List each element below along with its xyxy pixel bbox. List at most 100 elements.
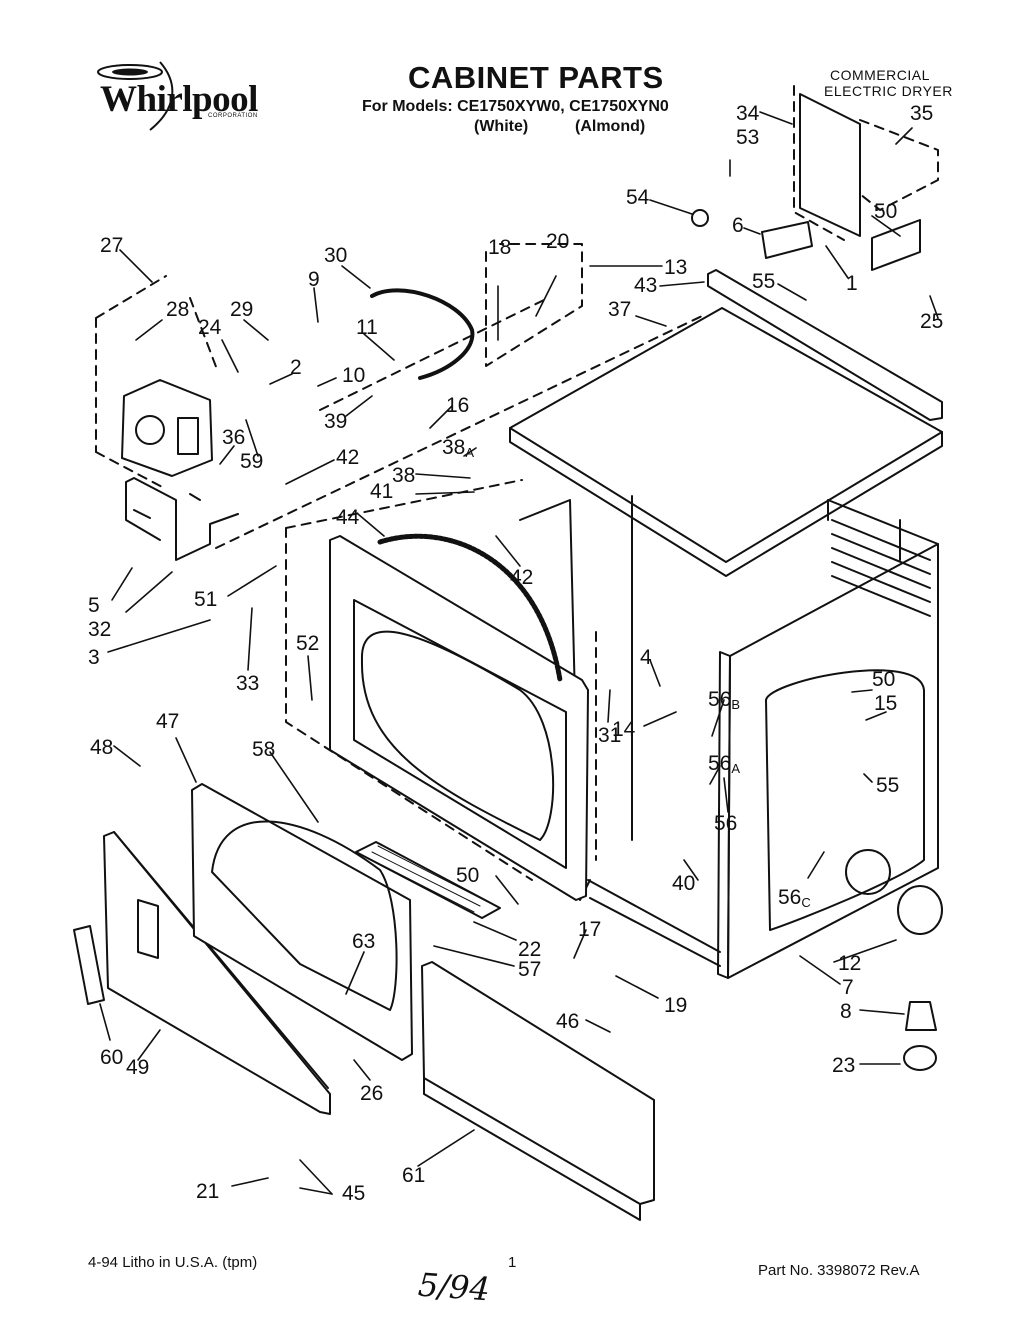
callout-45: 45 — [342, 1182, 365, 1205]
coin-box-assembly — [799, 93, 861, 237]
models-line: For Models: CE1750XYW0, CE1750XYN0 — [362, 98, 669, 115]
terminal-block — [761, 221, 813, 259]
vent-grille — [355, 841, 501, 919]
callout-32: 32 — [88, 618, 111, 641]
callout-13: 13 — [664, 256, 687, 279]
toe-panel — [421, 961, 655, 1205]
motor-mount-bracket — [125, 477, 239, 561]
cabinet-side-front — [717, 651, 731, 979]
callout-36: 36 — [222, 426, 245, 449]
callout-56: 56 — [714, 812, 737, 835]
control-knob — [691, 209, 709, 227]
callout-9: 9 — [308, 268, 320, 291]
door-opening — [360, 630, 555, 841]
rear-brace — [707, 269, 943, 421]
callout-11: 11 — [356, 316, 378, 339]
callout-31: 31 — [598, 724, 621, 747]
drive-belt — [370, 288, 475, 380]
callout-56a-suffix: A — [731, 761, 740, 776]
callout-29: 29 — [230, 298, 253, 321]
callout-49: 49 — [126, 1056, 149, 1079]
callout-10: 10 — [342, 364, 365, 387]
callout-58: 58 — [252, 738, 275, 761]
door-outer-edge — [113, 831, 329, 1089]
callout-60: 60 — [100, 1046, 123, 1069]
callout-5: 5 — [88, 594, 100, 617]
callout-44: 44 — [336, 506, 360, 529]
access-cover — [871, 219, 921, 271]
footer-page-number: 1 — [508, 1254, 517, 1271]
callout-55b: 55 — [876, 774, 899, 797]
callout-28: 28 — [166, 298, 189, 321]
callout-12: 12 — [838, 952, 861, 975]
callout-17: 17 — [578, 918, 601, 941]
callout-51: 51 — [194, 588, 217, 611]
door-handle-recess — [137, 899, 159, 959]
callout-8: 8 — [840, 1000, 852, 1023]
door-inner-window — [211, 820, 398, 1011]
leader-lines — [99, 111, 939, 1195]
callout-63: 63 — [352, 930, 375, 953]
callout-1: 1 — [846, 272, 858, 295]
callout-53: 53 — [736, 126, 759, 149]
callout-41: 41 — [370, 480, 393, 503]
cabinet-top-edge — [509, 427, 943, 577]
callout-47: 47 — [156, 710, 179, 733]
cabinet-back — [827, 499, 939, 561]
commercial-label: COMMERCIAL — [830, 67, 930, 83]
callout-27: 27 — [100, 234, 123, 257]
dashed-groups — [95, 85, 939, 881]
callout-38: 38 — [392, 464, 415, 487]
mount-slots — [133, 493, 201, 519]
callout-50a: 50 — [874, 200, 897, 223]
callout-23: 23 — [832, 1054, 855, 1077]
door-strike — [73, 925, 105, 1005]
brand-name: Whirlpool — [100, 79, 258, 120]
electric-dryer-label: ELECTRIC DRYER — [824, 83, 953, 99]
callout-7: 7 — [842, 976, 854, 999]
callout-14: 14 — [612, 718, 636, 741]
exhaust-outlet — [845, 849, 891, 895]
callout-43: 43 — [634, 274, 657, 297]
callout-42a: 42 — [336, 446, 359, 469]
callout-21: 21 — [196, 1180, 219, 1203]
door-inner-panel — [191, 783, 413, 1061]
callout-16: 16 — [446, 394, 469, 417]
callout-15: 15 — [874, 692, 897, 715]
rear-vent-slots — [831, 519, 931, 617]
callout-38a-suffix: A — [465, 445, 474, 460]
callout-57: 57 — [518, 958, 541, 981]
callout-3: 3 — [88, 646, 100, 669]
color-almond: (Almond) — [575, 118, 646, 135]
leg-cup — [903, 1045, 937, 1071]
toe-panel-lip — [423, 1077, 641, 1221]
cabinet-base — [587, 879, 721, 967]
callout-48: 48 — [90, 736, 113, 759]
brand-corporation: CORPORATION — [208, 113, 258, 119]
cabinet-side-opening — [765, 669, 925, 931]
callout-61: 61 — [402, 1164, 425, 1187]
footer-part-number: Part No. 3398072 Rev.A — [758, 1262, 920, 1279]
page-title: CABINET PARTS — [408, 60, 664, 95]
callout-33: 33 — [236, 672, 259, 695]
callout-35: 35 — [910, 102, 933, 125]
motor-pulley — [135, 415, 165, 445]
callout-25: 25 — [920, 310, 943, 333]
callout-37: 37 — [608, 298, 631, 321]
callout-56c-suffix: C — [801, 895, 810, 910]
callout-20: 20 — [546, 230, 569, 253]
color-white: (White) — [474, 118, 529, 135]
foot-cap — [897, 885, 943, 935]
callout-30: 30 — [324, 244, 347, 267]
callout-22: 22 — [518, 938, 541, 961]
callout-59: 59 — [240, 450, 263, 473]
motor-label-plate — [177, 417, 199, 455]
callout-2: 2 — [290, 356, 302, 379]
door-seal — [377, 533, 563, 683]
callout-26: 26 — [360, 1082, 383, 1105]
cabinet-top-panel — [509, 307, 943, 563]
callout-39: 39 — [324, 410, 347, 433]
